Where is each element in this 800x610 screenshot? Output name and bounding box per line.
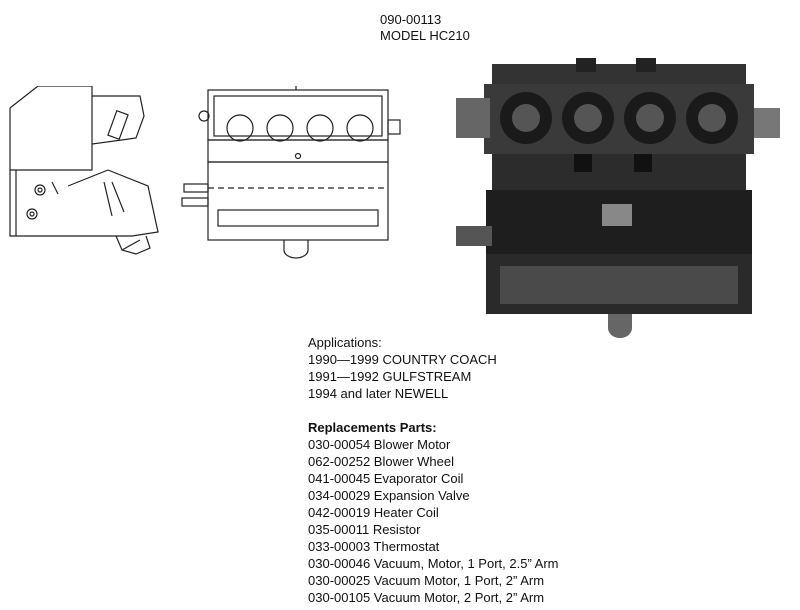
application-item: 1991—1992 GULFSTREAM bbox=[308, 369, 472, 384]
unit-photo bbox=[456, 58, 780, 338]
front-view-drawing bbox=[181, 86, 401, 259]
part-item: 030-00105 Vacuum Motor, 2 Port, 2” Arm bbox=[308, 590, 545, 605]
part-item: 030-00054 Blower Motor bbox=[308, 437, 451, 452]
application-item: 1994 and later NEWELL bbox=[308, 386, 449, 401]
part-item: 033-00003 Thermostat bbox=[308, 539, 440, 554]
part-item: 030-00046 Vacuum, Motor, 1 Port, 2.5” Ar… bbox=[308, 556, 559, 571]
part-item: 034-00029 Expansion Valve bbox=[308, 488, 470, 503]
part-item: 042-00019 Heater Coil bbox=[308, 505, 439, 520]
part-item: 041-00045 Evaporator Coil bbox=[308, 471, 464, 486]
application-item: 1990—1999 COUNTRY COACH bbox=[308, 352, 497, 367]
document-header: 090-00113 MODEL HC210 bbox=[380, 12, 470, 44]
applications-title: Applications: bbox=[308, 335, 382, 350]
side-view-drawing bbox=[9, 86, 159, 255]
applications-section: Applications: 1990—1999 COUNTRY COACH 19… bbox=[308, 334, 559, 606]
spacer bbox=[308, 402, 559, 419]
part-item: 035-00011 Resistor bbox=[308, 522, 421, 537]
replacement-parts-title: Replacements Parts: bbox=[308, 420, 437, 435]
model-name: MODEL HC210 bbox=[380, 28, 470, 43]
part-number: 090-00113 bbox=[380, 12, 442, 27]
part-item: 030-00025 Vacuum Motor, 1 Port, 2” Arm bbox=[308, 573, 545, 588]
part-item: 062-00252 Blower Wheel bbox=[308, 454, 454, 469]
